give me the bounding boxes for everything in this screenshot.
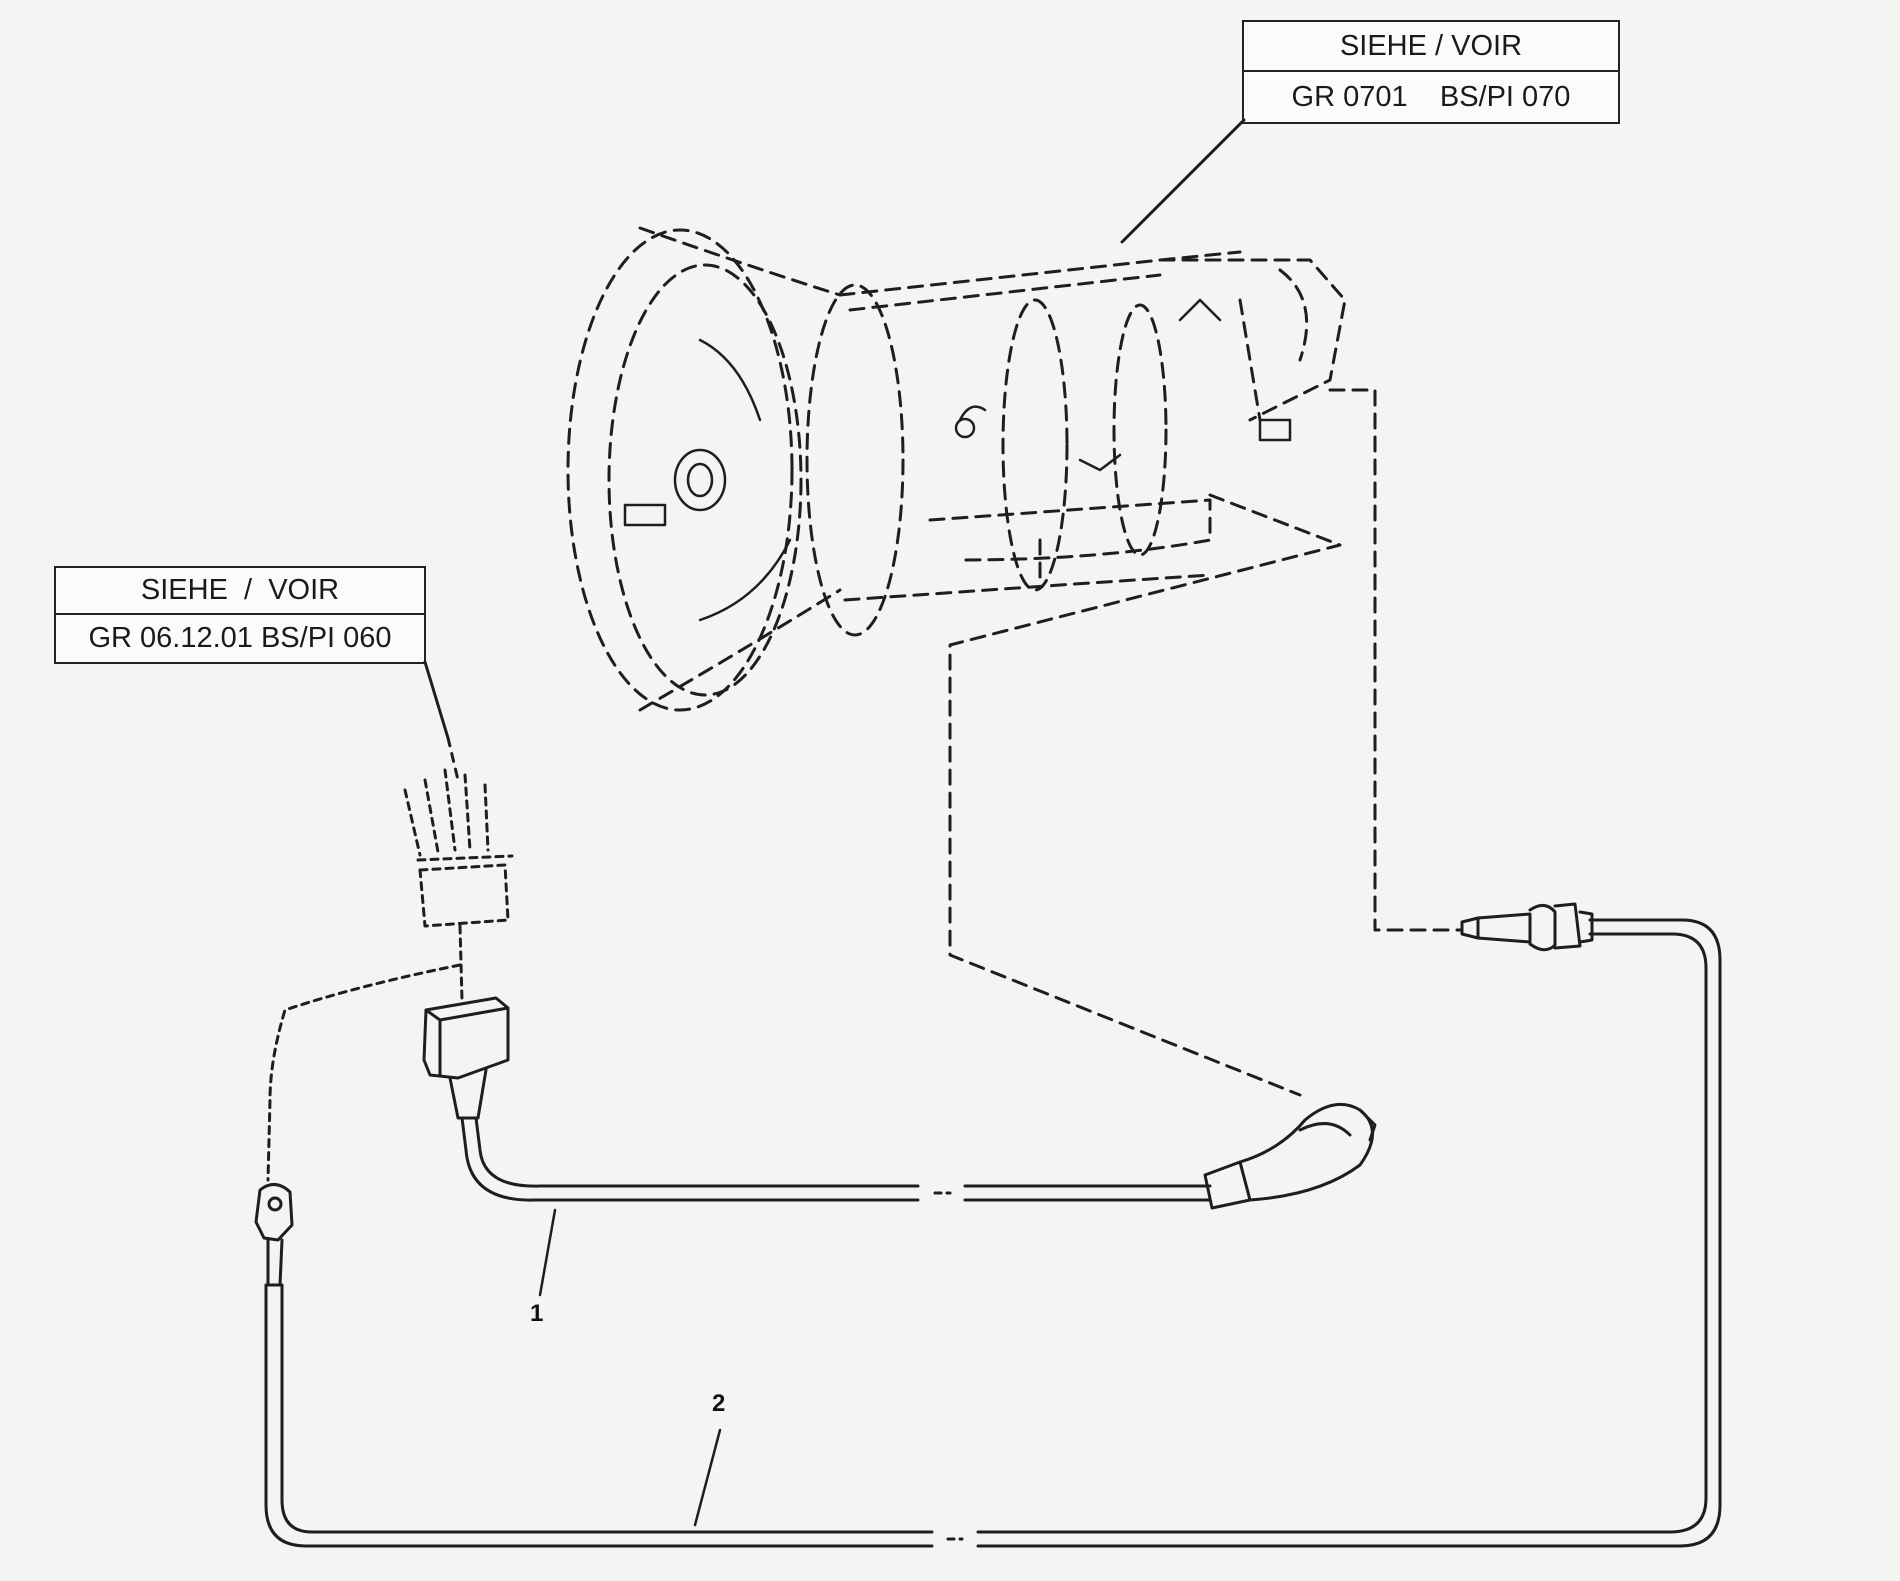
transmission-assembly	[566, 226, 1462, 1097]
reference-leader-connector	[423, 660, 450, 740]
leader-2	[693, 1428, 722, 1527]
reference-heading: SIEHE / VOIR	[1339, 29, 1523, 62]
cable-1-sensor	[1203, 1102, 1377, 1210]
cable-2-sensor	[1460, 902, 1594, 952]
cable-1	[460, 1116, 1212, 1202]
transmission-details	[623, 298, 1292, 622]
reference-box-connector: SIEHE / VOIR GR 06.12.01 BS/PI 060	[54, 566, 426, 664]
connector-plug	[422, 996, 510, 1120]
callout-number-1: 1	[530, 1300, 544, 1327]
callout-number-2: 2	[712, 1390, 726, 1417]
connector-plug-housing	[266, 768, 514, 1182]
reference-box-transmission: SIEHE / VOIR GR 0701 BS/PI 070	[1242, 20, 1620, 124]
reference-code: GR 0701 BS/PI 070	[1244, 70, 1618, 122]
reference-leader-connector-dashed	[446, 736, 460, 782]
cable-2	[254, 918, 1722, 1548]
reference-code: GR 06.12.01 BS/PI 060	[56, 613, 424, 662]
leader-1	[538, 1208, 557, 1297]
reference-leader-transmission	[1120, 118, 1246, 244]
reference-heading: SIEHE / VOIR	[140, 574, 340, 606]
